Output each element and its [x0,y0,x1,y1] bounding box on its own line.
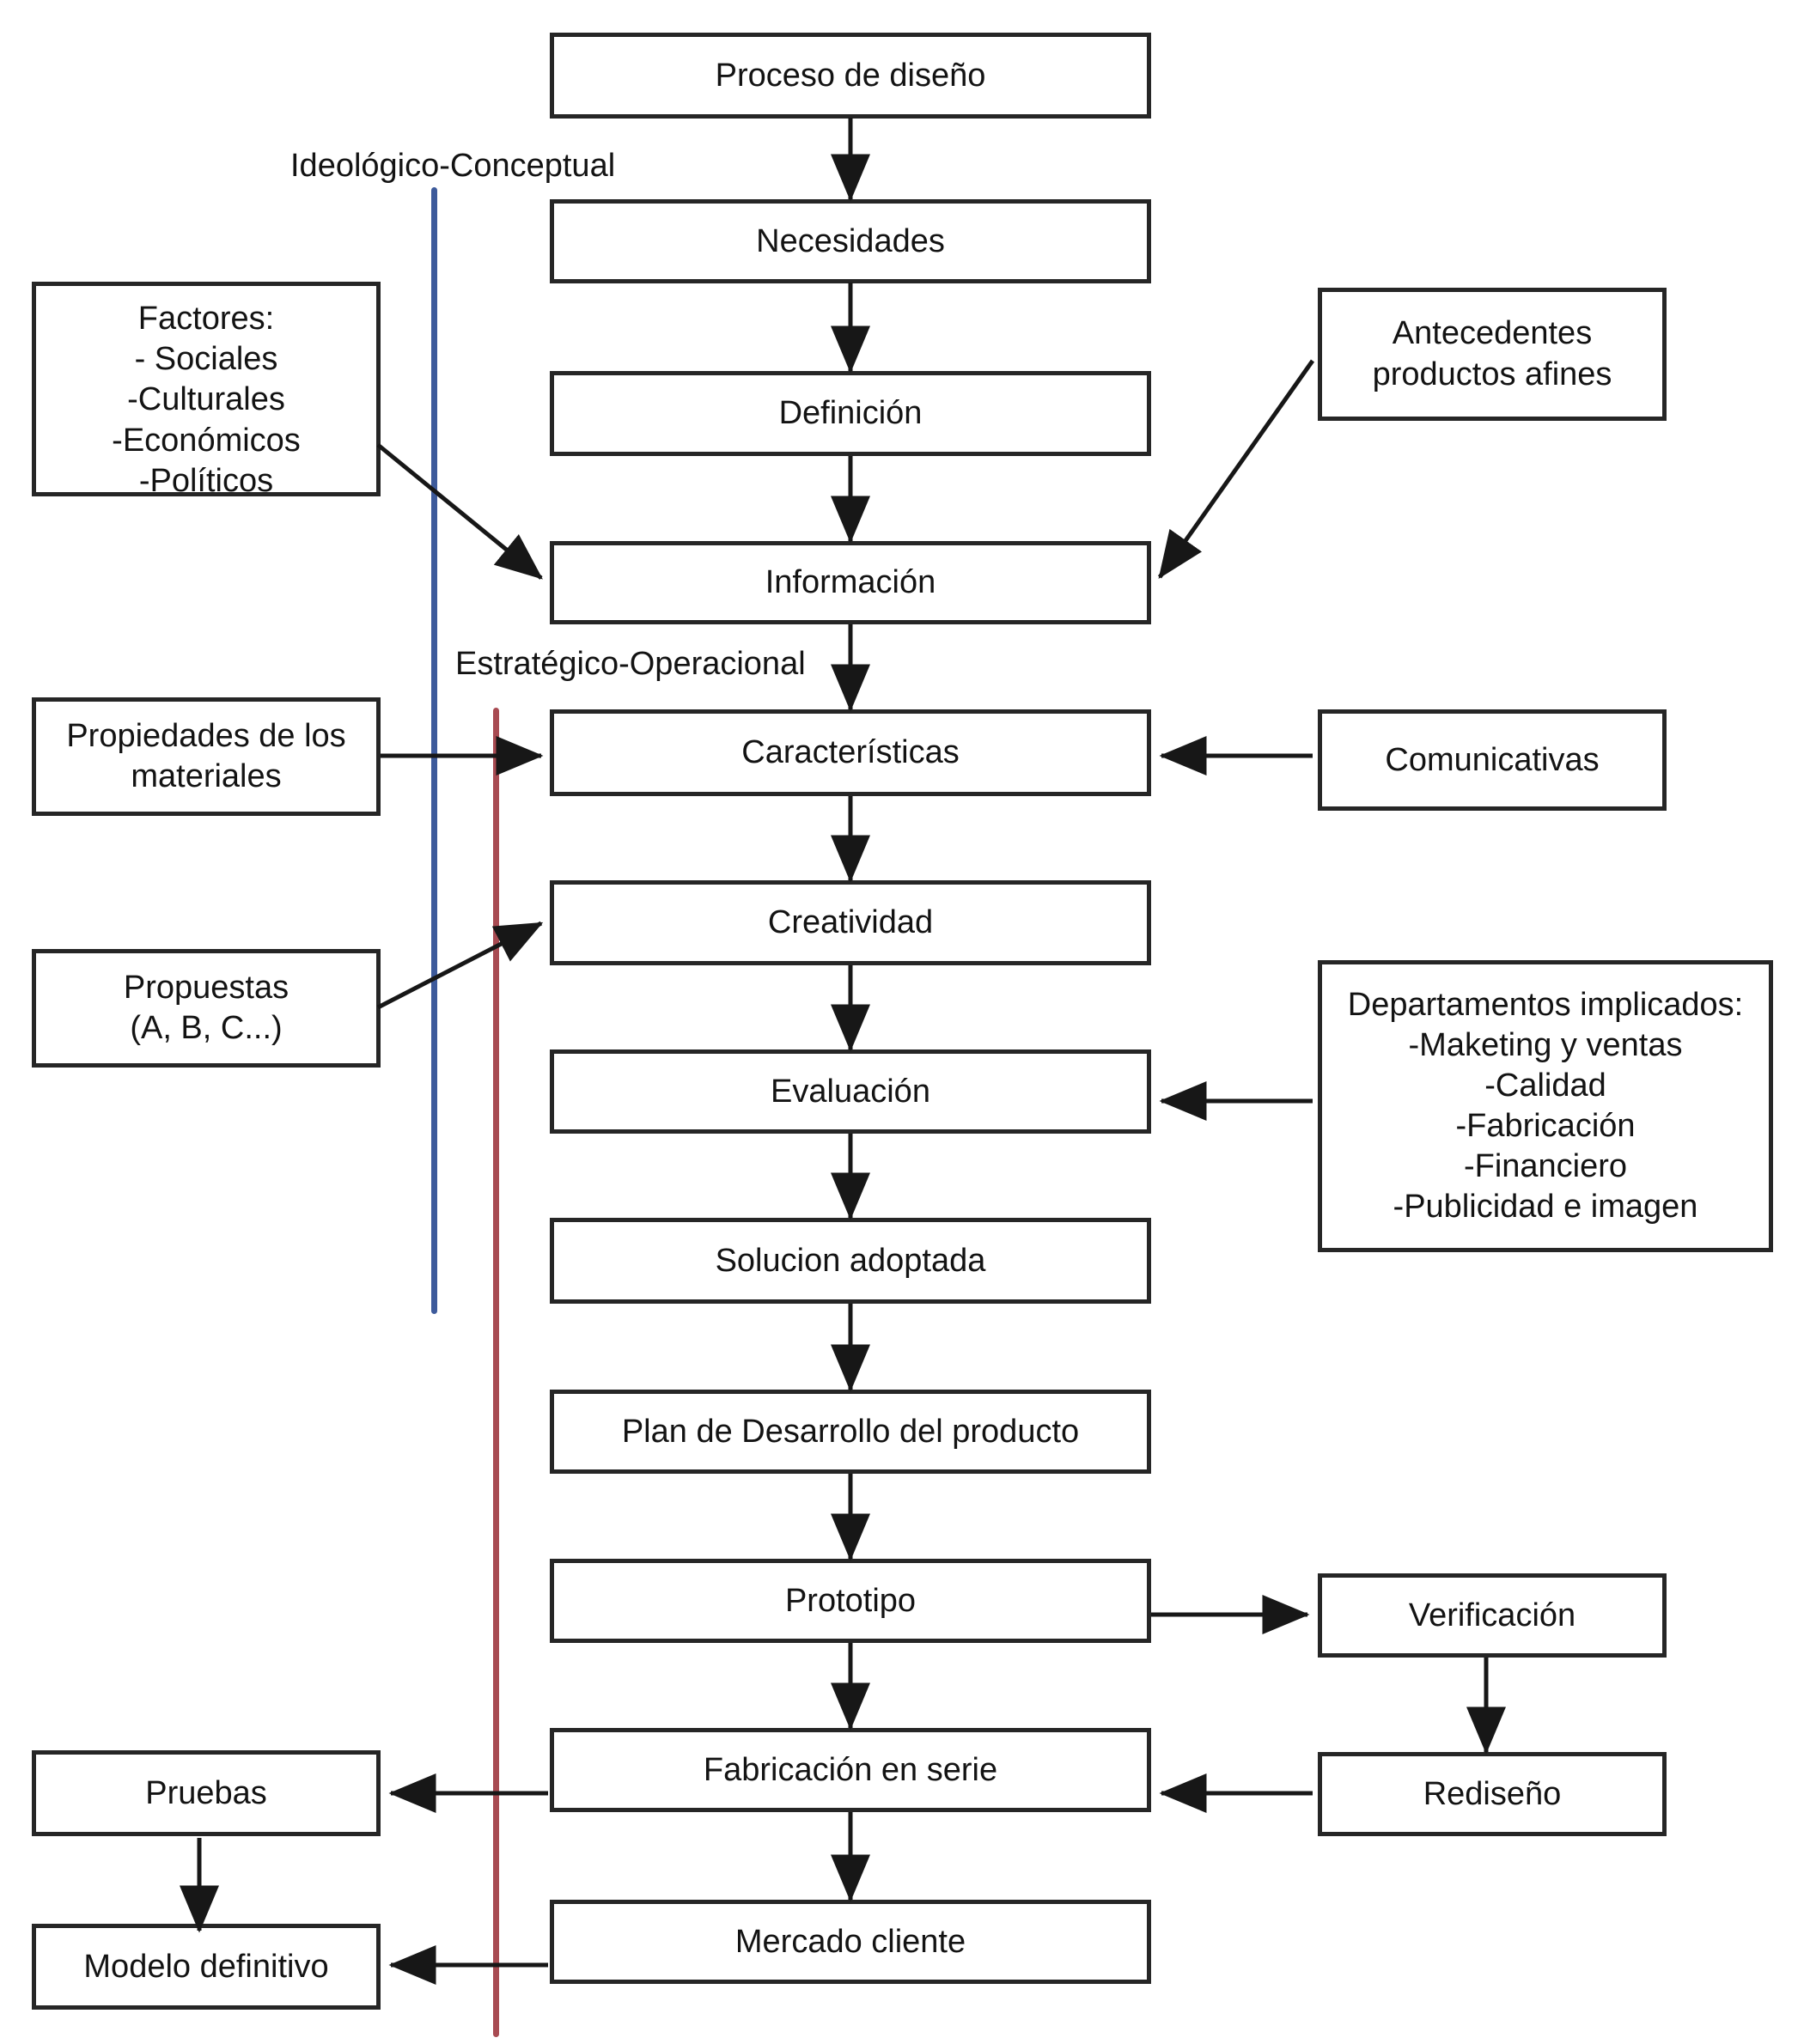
node-verificacion[interactable]: Verificación [1318,1573,1667,1658]
node-label: Factores: - Sociales -Culturales -Económ… [112,301,301,499]
node-definicion[interactable]: Definición [550,371,1151,456]
node-label: Necesidades [756,222,945,259]
arrow-propuestas-to-creatividad [376,921,544,1010]
node-label: Información [765,564,936,601]
arrow-factores-to-informacion [376,443,543,580]
node-creatividad[interactable]: Creatividad [550,880,1151,965]
node-pruebas[interactable]: Pruebas [32,1750,381,1836]
node-label: Comunicativas [1385,741,1600,778]
node-prototipo[interactable]: Prototipo [550,1559,1151,1643]
node-evaluacion[interactable]: Evaluación [550,1049,1151,1134]
node-label: Proceso de diseño [715,57,986,94]
node-mercado-cliente[interactable]: Mercado cliente [550,1900,1151,1984]
node-rediseno[interactable]: Rediseño [1318,1752,1667,1836]
node-label: Evaluación [771,1073,930,1110]
node-departamentos[interactable]: Departamentos implicados: -Maketing y ve… [1318,960,1773,1252]
phase-label-estrategico: Estratégico-Operacional [455,646,806,682]
node-necesidades[interactable]: Necesidades [550,199,1151,283]
node-label: Rediseño [1423,1775,1562,1812]
node-label: Plan de Desarrollo del producto [621,1413,1080,1450]
node-label: Mercado cliente [734,1923,966,1960]
node-propuestas[interactable]: Propuestas (A, B, C...) [32,949,381,1068]
node-label: Creatividad [767,904,934,941]
phase-label-ideologico: Ideológico-Conceptual [290,148,616,184]
node-comunicativas[interactable]: Comunicativas [1318,709,1667,811]
node-antecedentes[interactable]: Antecedentes productos afines [1318,288,1667,421]
node-label: Características [741,734,960,771]
node-proceso-de-diseno[interactable]: Proceso de diseño [550,33,1151,119]
node-label: Antecedentes productos afines [1372,315,1612,392]
node-label: Definición [778,395,923,432]
node-plan-desarrollo[interactable]: Plan de Desarrollo del producto [550,1390,1151,1474]
arrow-antecedentes-to-informacion [1157,359,1315,580]
node-factores[interactable]: Factores: - Sociales -Culturales -Económ… [32,282,381,499]
node-label: Propiedades de los materiales [66,717,346,794]
phase-divider-estrategico [493,708,499,2037]
node-label: Pruebas [145,1774,267,1811]
phase-divider-ideologico [431,187,437,1314]
node-label: Fabricación en serie [703,1751,998,1788]
node-label: Prototipo [784,1582,917,1619]
node-label: Propuestas (A, B, C...) [123,969,289,1046]
node-solucion-adoptada[interactable]: Solucion adoptada [550,1218,1151,1304]
node-caracteristicas[interactable]: Características [550,709,1151,796]
node-fabricacion-en-serie[interactable]: Fabricación en serie [550,1728,1151,1812]
node-label: Modelo definitivo [83,1948,329,1985]
node-informacion[interactable]: Información [550,541,1151,624]
node-label: Departamentos implicados: -Maketing y ve… [1347,986,1744,1226]
node-label: Verificación [1408,1597,1576,1633]
node-label: Solucion adoptada [715,1242,986,1279]
node-propiedades-materiales[interactable]: Propiedades de los materiales [32,697,381,816]
node-modelo-definitivo[interactable]: Modelo definitivo [32,1924,381,2010]
